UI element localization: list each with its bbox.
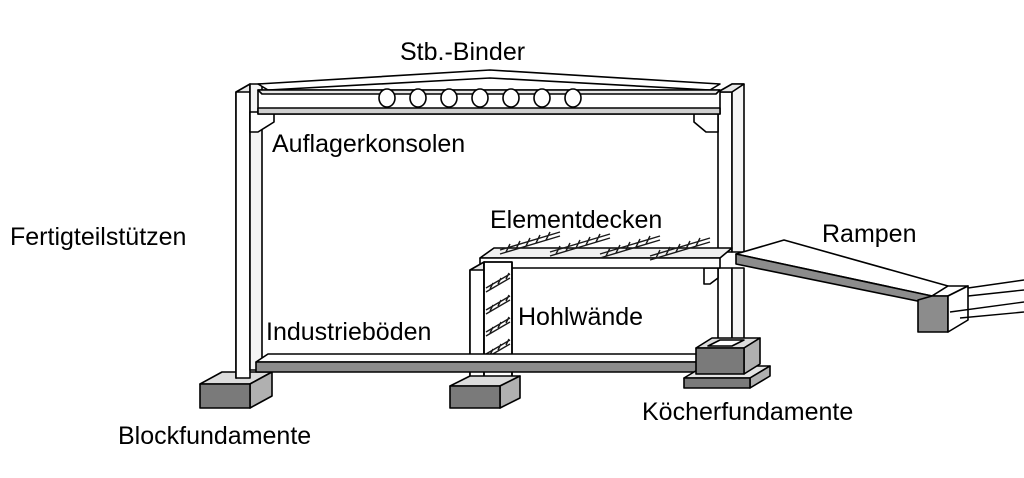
middle-block-foundation (449, 375, 521, 409)
beam-opening (502, 88, 520, 108)
ramp (735, 239, 969, 333)
beam-opening (409, 88, 427, 108)
label-elementdecken: Elementdecken (490, 206, 663, 234)
right-column (693, 83, 745, 345)
label-industrieboeden: Industrieböden (266, 318, 432, 346)
label-konsolen: Auflagerkonsolen (272, 130, 466, 158)
label-binder: Stb.-Binder (400, 38, 526, 66)
roof-beam (257, 69, 721, 115)
socket-foundation (683, 337, 771, 389)
beam-opening (378, 88, 396, 108)
element-slab (479, 247, 733, 269)
ground-lines (949, 279, 1024, 319)
label-blockfundamente: Blockfundamente (118, 422, 312, 450)
beam-opening (471, 88, 489, 108)
label-stuetzen: Fertigteilstützen (10, 223, 187, 251)
beam-opening (533, 88, 551, 108)
wall-lattice-girders (485, 272, 511, 359)
label-rampen: Rampen (822, 220, 917, 248)
label-hohlwaende: Hohlwände (518, 303, 644, 331)
industrial-floor (255, 353, 715, 373)
left-block-foundation (199, 371, 273, 409)
slab-lattice-girders (499, 231, 711, 261)
label-koecherfundamente: Köcherfundamente (642, 398, 854, 426)
beam-opening (564, 88, 582, 108)
beam-opening (440, 88, 458, 108)
